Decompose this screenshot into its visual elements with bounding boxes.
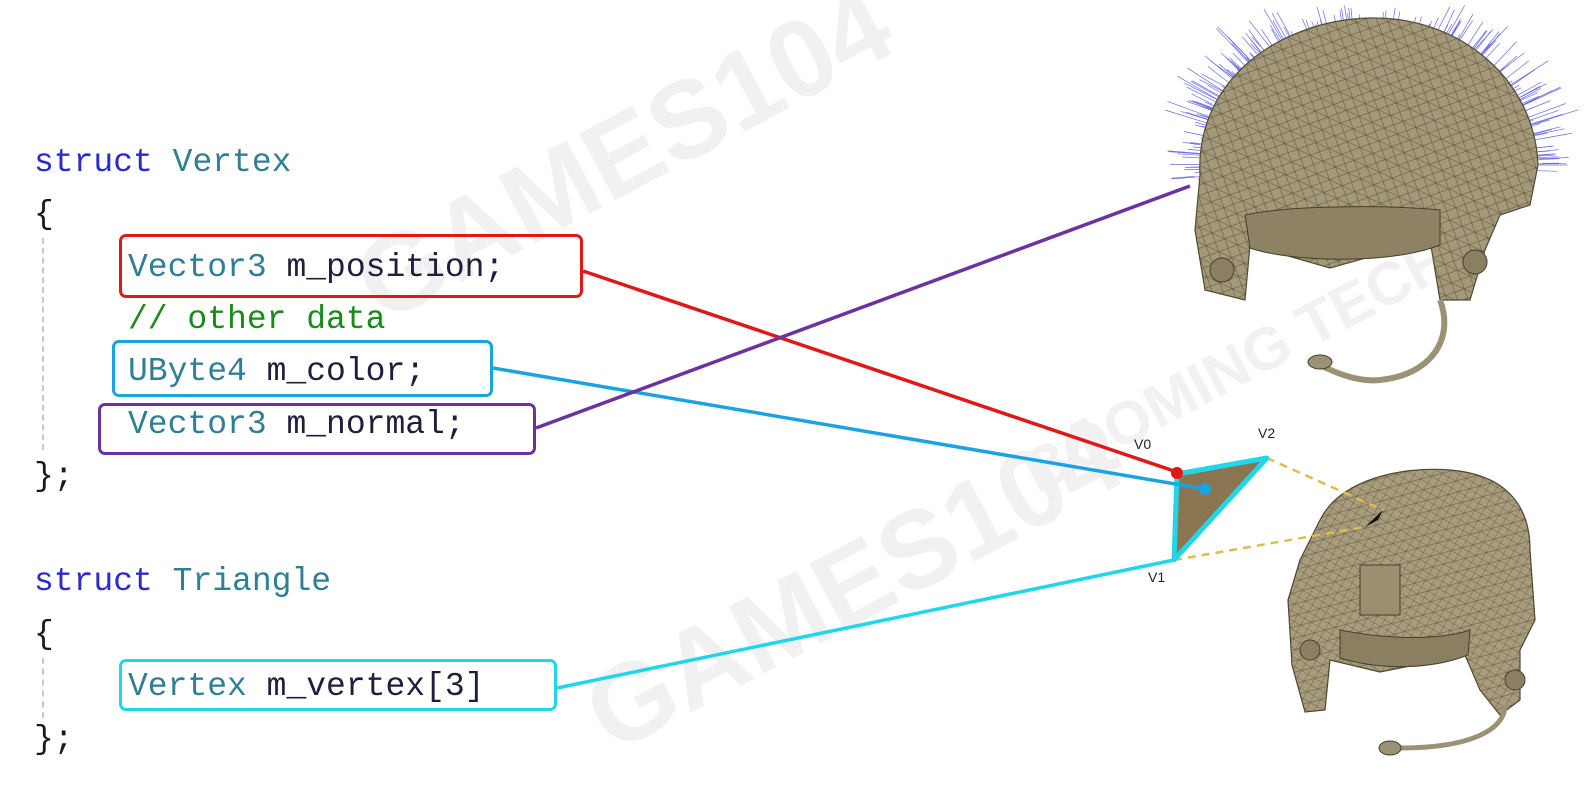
- v0-label: V0: [1134, 436, 1152, 452]
- projection-line-v2: [1266, 456, 1384, 512]
- vertex-array-highlight-box: [119, 659, 557, 711]
- color-field: UByte4 m_color;: [128, 353, 426, 390]
- vertex-normal-line: [1525, 103, 1566, 119]
- struct-keyword: struct: [34, 144, 153, 181]
- vertex-normal-line: [1530, 126, 1561, 135]
- vertex-normal-line: [1522, 90, 1553, 106]
- vertex-normal-line: [1445, 5, 1466, 40]
- vertex-normal-line: [1272, 20, 1286, 42]
- vertex-normal-line: [1532, 109, 1579, 125]
- vertex-struct-header: struct Vertex: [34, 146, 291, 179]
- vertex-normal-line: [1507, 60, 1549, 88]
- triangle-struct-header: struct Triangle: [34, 565, 331, 598]
- vertex-indent-guide: [42, 238, 44, 450]
- vertex-array-connector: [556, 558, 1175, 690]
- color-highlight-box: [112, 340, 493, 397]
- vertex-normal-line: [1192, 80, 1222, 98]
- vertex-normal-line: [1534, 132, 1572, 141]
- vertex-normal-line: [1182, 141, 1200, 146]
- vertex-struct-name: Vertex: [172, 144, 292, 181]
- normal-field: Vector3 m_normal;: [128, 406, 465, 443]
- vertex-normal-line: [1186, 86, 1219, 104]
- vertex-normal-line: [1186, 111, 1210, 120]
- vertex-array-field: Vertex m_vertex[3]: [128, 668, 485, 705]
- helmet-with-normals-image: [1165, 5, 1579, 384]
- vertex-normal-line: [1177, 75, 1219, 101]
- vertex-normal-line: [1248, 20, 1274, 52]
- selected-triangle-on-mesh: [1365, 510, 1383, 527]
- helmet-mic-boom-bottom: [1399, 704, 1508, 751]
- vertex-normal-line: [1520, 85, 1541, 98]
- color-connector: [492, 366, 1206, 491]
- vertex-normal-line: [1170, 175, 1195, 179]
- vertex-normal-line: [1522, 87, 1562, 106]
- normal-connector: [535, 184, 1191, 430]
- vertex-normal-line: [1204, 55, 1236, 82]
- triangle-struct-name: Triangle: [172, 563, 332, 600]
- position-field: Vector3 m_position;: [128, 249, 505, 286]
- v2-label: V2: [1258, 425, 1276, 441]
- vertex-normal-line: [1471, 30, 1487, 50]
- vertex-normal-line: [1183, 131, 1207, 137]
- projection-line-v1: [1173, 525, 1366, 562]
- position-highlight-box: [119, 234, 583, 298]
- vertex-normal-line: [1191, 93, 1213, 105]
- vertex-normal-line: [1182, 156, 1202, 159]
- vertex-normal-line: [1216, 28, 1251, 65]
- vertex-close-brace: };: [34, 458, 74, 495]
- vertex-normal-line: [1245, 32, 1264, 57]
- vertex-normal-line: [1538, 158, 1560, 160]
- vertex-open-brace: {: [34, 196, 54, 233]
- vertex-normal-line: [1535, 156, 1559, 159]
- helmet-mesh-image: [1287, 468, 1536, 756]
- helmet-shell-bottom: [1287, 468, 1536, 716]
- other-data-comment: // other data: [128, 301, 386, 338]
- helmet-mic-boom-top: [1318, 298, 1448, 384]
- vertex-normal-line: [1514, 83, 1547, 101]
- triangle-close-brace: };: [34, 721, 74, 758]
- triangle-open-brace: {: [34, 616, 54, 653]
- triangle-indent-guide: [42, 658, 44, 718]
- v0-position-dot: [1171, 467, 1183, 479]
- vertex-normal-line: [1227, 36, 1253, 63]
- vertex-normal-line: [1184, 82, 1220, 102]
- helmet-visor-top: [1244, 206, 1441, 260]
- vertex-normal-line: [1187, 67, 1223, 92]
- normal-highlight-box: [98, 403, 536, 455]
- triangle-primitive: [1171, 455, 1270, 563]
- vertex-normal-line: [1207, 66, 1232, 85]
- color-dot: [1199, 483, 1211, 495]
- vertex-normal-line: [1167, 101, 1214, 119]
- position-connector: [582, 269, 1178, 474]
- vertex-normal-line: [1165, 109, 1207, 124]
- struct-keyword-2: struct: [34, 563, 153, 600]
- vertex-normal-line: [1457, 20, 1473, 44]
- v1-label: V1: [1148, 569, 1166, 585]
